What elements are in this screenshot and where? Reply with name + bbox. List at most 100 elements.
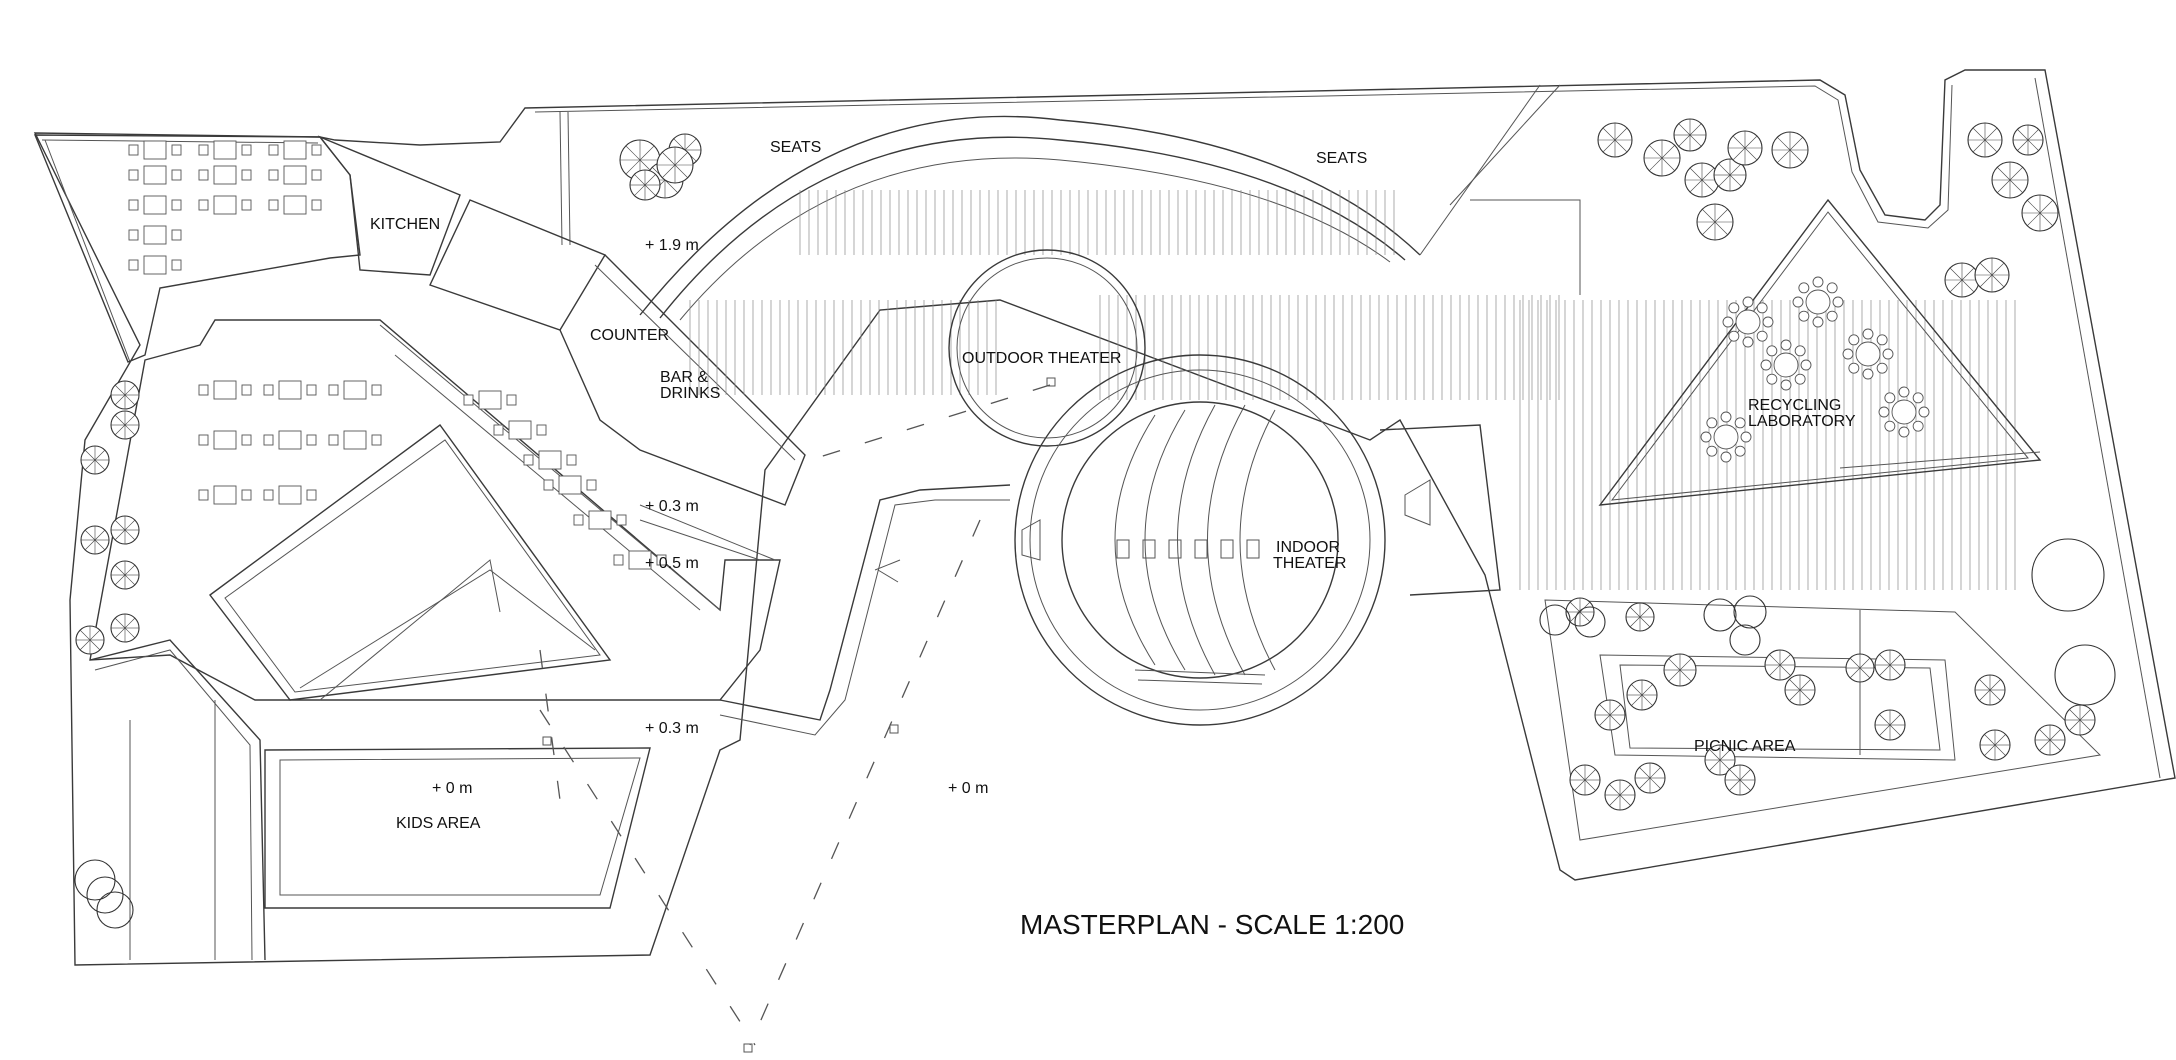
tree [1704, 744, 1736, 776]
label-recycling-2: LABORATORY [1748, 413, 1856, 430]
dining-table [128, 140, 182, 160]
tree [2034, 724, 2066, 756]
trees [74, 118, 2116, 929]
tree [1569, 764, 1601, 796]
tree [110, 380, 140, 410]
round-table [1722, 296, 1774, 348]
tree [1944, 262, 1980, 298]
tree [656, 146, 694, 184]
level-terrace-lower: + 0.3 m [645, 720, 699, 737]
recycling-laboratory [1598, 198, 2042, 506]
tree [1974, 257, 2010, 293]
shrub [2031, 538, 2105, 612]
tree [1673, 118, 1707, 152]
tree [110, 410, 140, 440]
round-table [1700, 411, 1752, 463]
site-boundary [33, 69, 2176, 966]
level-terrace-upper: + 0.3 m [645, 498, 699, 515]
tree [1771, 131, 1809, 169]
label-bar-drinks-1: BAR & [660, 369, 708, 386]
label-seats-left: SEATS [770, 139, 821, 156]
dining-table [523, 450, 577, 470]
tree [1784, 674, 1816, 706]
dining-table [128, 195, 182, 215]
tree [110, 613, 140, 643]
level-seats: + 1.9 m [645, 237, 699, 254]
seating-bowl [639, 84, 1581, 321]
shrub [86, 876, 124, 914]
tree [1696, 203, 1734, 241]
dining-table [268, 140, 322, 160]
tree [80, 525, 110, 555]
dining-table [198, 430, 252, 450]
tree [629, 169, 661, 201]
tree [1991, 161, 2029, 199]
shrub [96, 891, 134, 929]
dining-table [198, 380, 252, 400]
tree [1597, 122, 1633, 158]
level-kids: + 0 m [432, 780, 472, 797]
dashed-path [539, 377, 1056, 1053]
tree [1643, 139, 1681, 177]
tree [1967, 122, 2003, 158]
label-seats-right: SEATS [1316, 150, 1367, 167]
tree [2064, 704, 2096, 736]
tree [2021, 194, 2059, 232]
dining-table [198, 485, 252, 505]
tree [1727, 130, 1763, 166]
dining-table [198, 165, 252, 185]
dining-table [198, 140, 252, 160]
tree [80, 445, 110, 475]
round-table [1792, 276, 1844, 328]
tree [1724, 764, 1756, 796]
shrub [1539, 604, 1571, 636]
tree [1874, 649, 1906, 681]
label-counter: COUNTER [590, 327, 669, 344]
deck-hatching [689, 190, 2016, 590]
label-kids-area: KIDS AREA [396, 815, 481, 832]
label-recycling-1: RECYCLING [1748, 397, 1841, 414]
round-table [1878, 386, 1930, 438]
tree [110, 560, 140, 590]
shrub [1703, 598, 1737, 632]
tree [1663, 653, 1697, 687]
dining-table [128, 165, 182, 185]
round-table [1760, 339, 1812, 391]
shrub [2054, 644, 2116, 706]
tree [1764, 649, 1796, 681]
tree [1565, 597, 1595, 627]
label-bar-drinks-2: DRINKS [660, 385, 720, 402]
dining-table [263, 430, 317, 450]
tree [1845, 653, 1875, 683]
dining-table [268, 195, 322, 215]
dining-table [263, 380, 317, 400]
level-terrace-mid: + 0.5 m [645, 555, 699, 572]
indoor-theater [1014, 354, 1501, 726]
tree [1874, 709, 1906, 741]
round-table [1842, 328, 1894, 380]
level-plaza: + 0 m [948, 780, 988, 797]
tree [2012, 124, 2044, 156]
tree [1594, 699, 1626, 731]
shrub [1733, 595, 1767, 629]
tree [110, 515, 140, 545]
restaurant-building [33, 134, 1011, 961]
shrub [1574, 606, 1606, 638]
tree [1626, 679, 1658, 711]
shrub [1729, 624, 1761, 656]
tree [1684, 162, 1720, 198]
dining-table [493, 420, 547, 440]
label-outdoor-theater: OUTDOOR THEATER [962, 350, 1121, 367]
tree [1979, 729, 2011, 761]
dining-table [128, 255, 182, 275]
tree [1634, 762, 1666, 794]
tree [1625, 602, 1655, 632]
dining-table [328, 380, 382, 400]
dining-tables [128, 140, 667, 570]
label-picnic-area: PICNIC AREA [1694, 738, 1796, 755]
dining-table [328, 430, 382, 450]
tree [1604, 779, 1636, 811]
round-tables [1700, 276, 1930, 463]
dining-table [543, 475, 597, 495]
dining-table [128, 225, 182, 245]
